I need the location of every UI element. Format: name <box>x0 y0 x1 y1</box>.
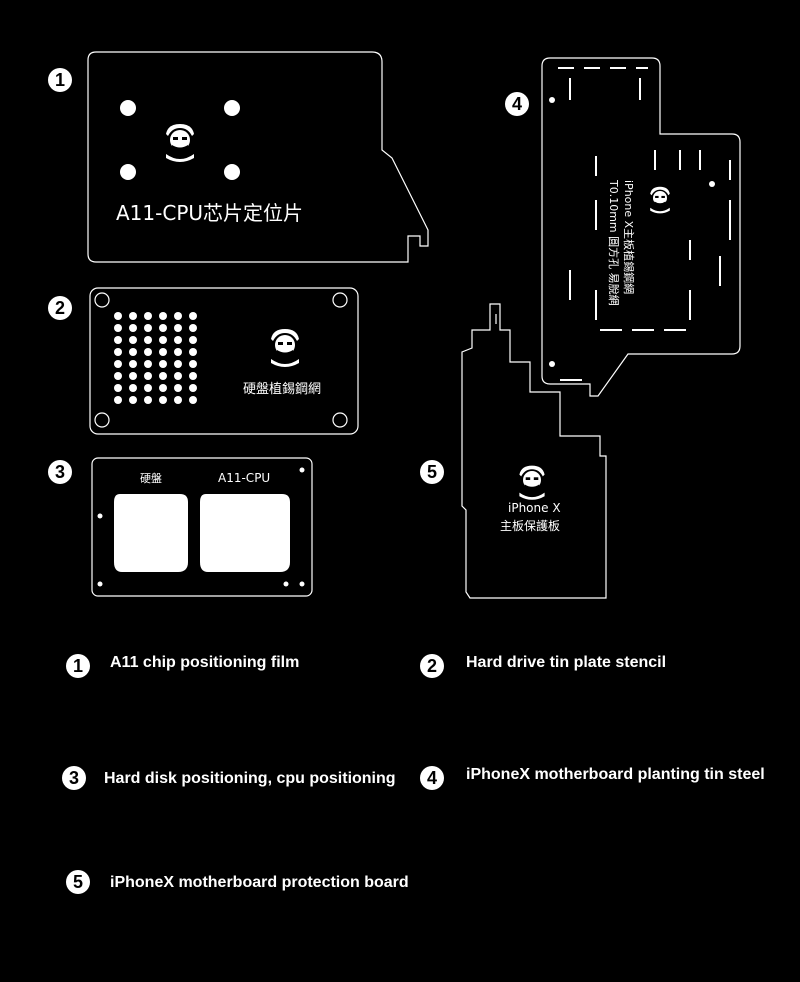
caption-4-text: iPhoneX motherboard planting tin steel <box>466 766 765 783</box>
plate-2-ball-grid <box>114 312 197 404</box>
plate-2-ball-hole <box>174 360 182 368</box>
plate-2-ball-hole <box>114 396 122 404</box>
plate-5-number: 5 <box>420 460 444 484</box>
plate-5-logo-icon <box>519 465 545 500</box>
plate-2-logo-icon <box>271 329 299 367</box>
plate-2-ball-hole <box>144 348 152 356</box>
plate-4-label-line2: T0.10mm 圓方孔 易脫網 <box>607 179 621 306</box>
plate-2-label: 硬盤植錫鋼網 <box>243 382 321 397</box>
plate-2-ball-hole <box>159 336 167 344</box>
plate-3-window-right <box>200 494 290 572</box>
plate-4-motherboard-stencil: iPhone X主板植錫鋼網 T0.10mm 圓方孔 易脫網 <box>541 57 741 397</box>
plate-2-ball-hole <box>189 348 197 356</box>
plate-2-ball-hole <box>189 372 197 380</box>
plate-2-hole <box>94 292 110 308</box>
plate-2-ball-hole <box>114 312 122 320</box>
plate-1-hole <box>120 164 136 180</box>
plate-1-hole <box>224 100 240 116</box>
caption-5-number: 5 <box>66 870 90 894</box>
caption-5-text: iPhoneX motherboard protection board <box>110 874 409 891</box>
plate-2-ball-hole <box>144 396 152 404</box>
plate-2-ball-hole <box>129 360 137 368</box>
plate-4-number: 4 <box>505 92 529 116</box>
plate-2-ball-hole <box>189 312 197 320</box>
plate-2-hole <box>94 412 110 428</box>
caption-2-number: 2 <box>420 654 444 678</box>
plate-5-protection-board: iPhone X 主板保護板 <box>461 303 607 599</box>
plate-2-ball-hole <box>144 360 152 368</box>
plate-2-ball-hole <box>129 336 137 344</box>
plate-2-ball-hole <box>144 372 152 380</box>
plate-2-ball-hole <box>144 324 152 332</box>
plate-3-number: 3 <box>48 460 72 484</box>
plate-2-ball-hole <box>114 336 122 344</box>
plate-1-number: 1 <box>48 68 72 92</box>
plate-4-logo-icon <box>650 186 670 214</box>
plate-1-label: A11-CPU芯片定位片 <box>116 201 303 225</box>
plate-2-hole <box>332 292 348 308</box>
plate-2-ball-hole <box>129 384 137 392</box>
plate-2-ball-hole <box>114 360 122 368</box>
plate-3-window-left <box>114 494 188 572</box>
plate-2-hole <box>332 412 348 428</box>
plate-2-ball-hole <box>144 336 152 344</box>
plate-2-ball-hole <box>174 396 182 404</box>
plate-2-ball-hole <box>129 348 137 356</box>
plate-1-a11-chip-film: A11-CPU芯片定位片 <box>87 51 429 263</box>
plate-2-ball-hole <box>189 360 197 368</box>
plate-2-ball-hole <box>144 384 152 392</box>
caption-3-number: 3 <box>62 766 86 790</box>
plate-2-ball-hole <box>174 372 182 380</box>
plate-2-ball-hole <box>129 312 137 320</box>
plate-2-ball-hole <box>114 372 122 380</box>
plate-2-ball-hole <box>174 348 182 356</box>
plate-2-ball-hole <box>144 312 152 320</box>
plate-5-label-line1: iPhone X <box>508 501 561 515</box>
plate-4-label-line1: iPhone X主板植錫鋼網 <box>622 180 636 294</box>
plate-3-positioning-plate: 硬盤 A11-CPU <box>91 457 313 597</box>
plate-2-ball-hole <box>189 324 197 332</box>
plates-diagram: A11-CPU芯片定位片 硬盤植錫鋼網 硬盤 A11-CPU <box>87 51 741 599</box>
plate-2-ball-hole <box>174 312 182 320</box>
plate-2-ball-hole <box>114 324 122 332</box>
plate-2-ball-hole <box>159 384 167 392</box>
plate-5-label-line2: 主板保護板 <box>500 518 560 533</box>
plate-2-ball-hole <box>159 372 167 380</box>
plate-2-ball-hole <box>174 336 182 344</box>
plate-1-hole <box>224 164 240 180</box>
plate-2-ball-hole <box>189 396 197 404</box>
plate-2-ball-hole <box>189 336 197 344</box>
plate-1-logo-icon <box>166 124 194 162</box>
plate-2-ball-hole <box>174 384 182 392</box>
caption-4-number: 4 <box>420 766 444 790</box>
plate-2-number: 2 <box>48 296 72 320</box>
plate-2-ball-hole <box>159 348 167 356</box>
plate-2-ball-hole <box>159 312 167 320</box>
plate-1-hole <box>120 100 136 116</box>
plate-2-ball-hole <box>189 384 197 392</box>
plate-3-label-right: A11-CPU <box>218 471 270 485</box>
plate-2-ball-hole <box>114 348 122 356</box>
caption-1-number: 1 <box>66 654 90 678</box>
plate-2-ball-hole <box>159 360 167 368</box>
plate-2-tin-stencil: 硬盤植錫鋼網 <box>89 287 359 435</box>
plate-2-ball-hole <box>159 396 167 404</box>
plate-2-ball-hole <box>129 372 137 380</box>
plate-2-ball-hole <box>129 324 137 332</box>
plate-2-ball-hole <box>159 324 167 332</box>
caption-2-text: Hard drive tin plate stencil <box>466 654 667 671</box>
plate-3-label-left: 硬盤 <box>140 472 162 485</box>
plate-2-ball-hole <box>129 396 137 404</box>
plate-2-ball-hole <box>114 384 122 392</box>
caption-3-text: Hard disk positioning, cpu positioning <box>104 770 396 787</box>
plate-2-ball-hole <box>174 324 182 332</box>
caption-1-text: A11 chip positioning film <box>110 654 300 671</box>
